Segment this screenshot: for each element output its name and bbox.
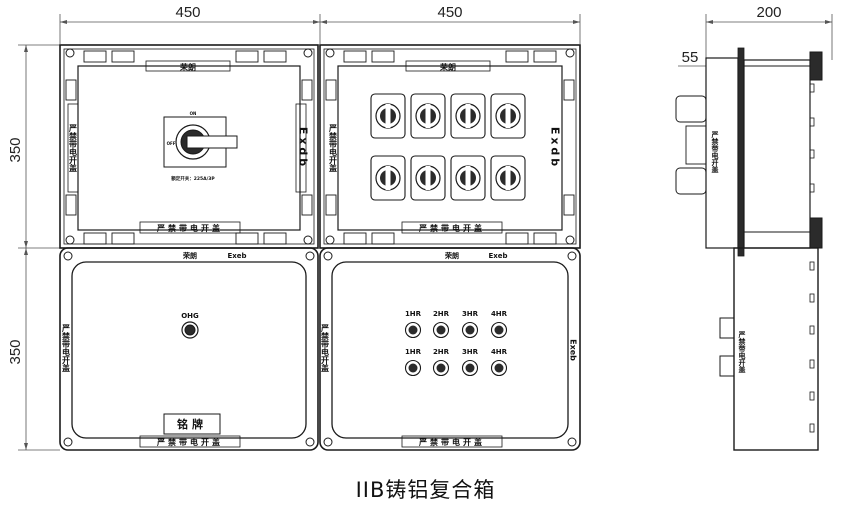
selector-switch-icon xyxy=(370,93,406,139)
selector-switch-icon xyxy=(450,155,486,201)
dim-height-top: 350 xyxy=(7,137,24,162)
warning-label-3: 严禁带电开盖 xyxy=(156,437,223,447)
selector-switch-icon xyxy=(450,93,486,139)
warning-label-2: 严禁带电开盖 xyxy=(418,223,485,233)
selector-switch-icon xyxy=(410,155,446,201)
nameplate-label: 铭牌 xyxy=(177,417,207,431)
indicator-light-grid: 1HR 2HR 3HR 4HR 1HR 2HR 3HR 4HR xyxy=(404,310,508,377)
indicator-label: 2HR xyxy=(433,310,450,318)
indicator-light-icon xyxy=(404,321,422,339)
switch-on-label: ON xyxy=(190,111,197,116)
indicator-light-icon xyxy=(461,321,479,339)
exdb-label-2: Exdb xyxy=(549,127,562,169)
brand-label-4: 荣朗 xyxy=(444,251,459,260)
exe-panel-left xyxy=(59,247,319,451)
brand-label-2: 荣朗 xyxy=(439,62,456,72)
selector-switch-icon xyxy=(370,155,406,201)
dim-offset: 55 xyxy=(682,49,699,66)
brand-label-3: 荣朗 xyxy=(182,251,197,260)
selector-switch-grid xyxy=(370,93,526,201)
side-view xyxy=(675,47,823,451)
brand-label-1: 荣朗 xyxy=(179,62,196,72)
warning-label-side-4: 严禁带电开盖 xyxy=(321,324,330,373)
exeb-label-side: Exeb xyxy=(569,339,578,361)
selector-switch-icon xyxy=(490,93,526,139)
warning-label-side-2: 严禁带电开盖 xyxy=(329,124,338,173)
exe-panel-right xyxy=(319,247,581,451)
indicator-label: 2HR xyxy=(433,348,450,356)
indicator-light-icon xyxy=(432,321,450,339)
exdb-label-1: Exdb xyxy=(297,127,310,169)
indicator-label: 1HR xyxy=(405,310,422,318)
exeb-label-2: Exeb xyxy=(488,252,507,260)
dim-depth: 200 xyxy=(756,4,781,21)
indicator-label: 3HR xyxy=(462,310,479,318)
indicator-label: 1HR xyxy=(405,348,422,356)
warning-label-4: 严禁带电开盖 xyxy=(418,437,485,447)
selector-switch-icon xyxy=(410,93,446,139)
dim-width-right: 450 xyxy=(437,4,462,21)
indicator-light-icon xyxy=(432,359,450,377)
dimension-arrows xyxy=(24,20,832,450)
warning-label-side-view-1: 严禁带电开盖 xyxy=(711,131,720,174)
warning-label-side-1: 严禁带电开盖 xyxy=(69,124,78,173)
indicator-light-icon xyxy=(490,359,508,377)
dimension-lines xyxy=(18,14,833,451)
exd-panel-left xyxy=(59,44,319,249)
drawing-title: IIB铸铝复合箱 xyxy=(355,478,496,502)
switch-off-label: OFF xyxy=(167,141,176,146)
indicator-label: 4HR xyxy=(491,348,508,356)
switch-spec-label: 额定开关：225A/3P xyxy=(171,175,215,182)
indicator-light-icon xyxy=(461,359,479,377)
selector-switch-icon xyxy=(490,155,526,201)
exeb-label-1: Exeb xyxy=(227,252,246,260)
indicator-light-icon xyxy=(490,321,508,339)
indicator-label: 4HR xyxy=(491,310,508,318)
exd-panel-right xyxy=(319,44,581,249)
warning-label-side-view-2: 严禁带电开盖 xyxy=(738,331,747,374)
dim-width-left: 450 xyxy=(175,4,200,21)
warning-label-side-3: 严禁带电开盖 xyxy=(62,324,71,373)
indicator-label: 3HR xyxy=(462,348,479,356)
indicator-light-icon xyxy=(404,359,422,377)
dim-height-bottom: 350 xyxy=(7,339,24,364)
indicator-ohg-label: OHG xyxy=(181,312,199,320)
warning-label-1: 严禁带电开盖 xyxy=(156,223,223,233)
